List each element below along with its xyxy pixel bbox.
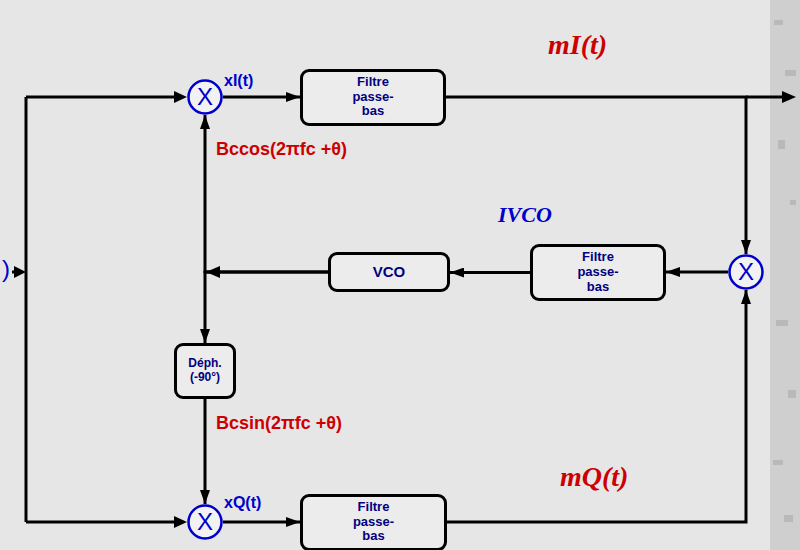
- stone-strip: [770, 0, 800, 550]
- multiplier-circle: X: [187, 79, 223, 115]
- carrier-expression: Bcsin(2πfc +θ): [216, 414, 342, 434]
- signal-wire: [205, 115, 328, 272]
- signal-wire: [204, 399, 207, 504]
- multiplier-outline: [730, 256, 763, 289]
- vco-box: VCO: [328, 252, 450, 292]
- multiplier-symbol: X: [738, 258, 754, 286]
- multiplier-outline: [189, 81, 222, 114]
- output-signal-name: mI(t): [548, 30, 607, 61]
- arrowheads: [14, 91, 796, 528]
- phase-shifter-box: Déph. (-90°): [174, 343, 236, 399]
- carrier-expression: Bccos(2πfc +θ): [216, 140, 347, 160]
- output-wire: [746, 96, 782, 99]
- block-label: Déph. (-90°): [188, 357, 221, 385]
- signal-wire: [447, 290, 746, 522]
- input-arrowhead: [14, 266, 26, 278]
- stone-speck: [778, 140, 785, 149]
- stone-speck: [773, 460, 783, 465]
- stone-texture: [773, 20, 796, 522]
- input-wire-top: [26, 96, 175, 99]
- multiplier-outline: [189, 506, 222, 539]
- stone-speck: [785, 70, 796, 76]
- input-wire-bottom: [26, 521, 175, 524]
- lowpass-filter-box: Filtre passe-bas: [300, 494, 447, 550]
- signal-wire: [223, 521, 300, 524]
- block-label: Filtre passe-bas: [353, 500, 394, 545]
- stone-speck: [784, 515, 793, 522]
- signal-wire: [450, 271, 530, 274]
- lowpass-filter-box: Filtre passe-bas: [300, 69, 446, 126]
- signal-name: xQ(t): [224, 494, 261, 512]
- block-label: VCO: [373, 263, 406, 280]
- multiplier-symbol: X: [197, 83, 213, 111]
- lowpass-filter-box: Filtre passe-bas: [530, 244, 666, 301]
- signal-name: IVCO: [498, 203, 552, 227]
- stone-speck: [790, 200, 796, 205]
- input-signal-name: ): [2, 256, 10, 282]
- input-wires: [12, 97, 782, 522]
- input-arrowhead: [174, 91, 187, 103]
- multiplier-symbol: X: [197, 508, 213, 536]
- output-signal-name: mQ(t): [560, 462, 628, 493]
- output-arrowhead: [782, 91, 796, 103]
- block-label: Filtre passe-bas: [577, 250, 618, 295]
- block-label: Filtre passe-bas: [352, 75, 393, 120]
- signal-wire: [446, 97, 746, 254]
- input-arrowhead: [174, 516, 187, 528]
- multiplier-circle: X: [187, 504, 223, 540]
- signal-wire: [205, 272, 328, 343]
- signal-wire: [666, 271, 728, 274]
- signal-name: xI(t): [224, 72, 253, 90]
- input-split-wire: [25, 97, 28, 522]
- stone-speck: [774, 20, 783, 25]
- stone-speck: [788, 390, 796, 398]
- multiplier-circle: X: [728, 254, 764, 290]
- signal-wire: [223, 96, 300, 99]
- stone-speck: [776, 320, 788, 326]
